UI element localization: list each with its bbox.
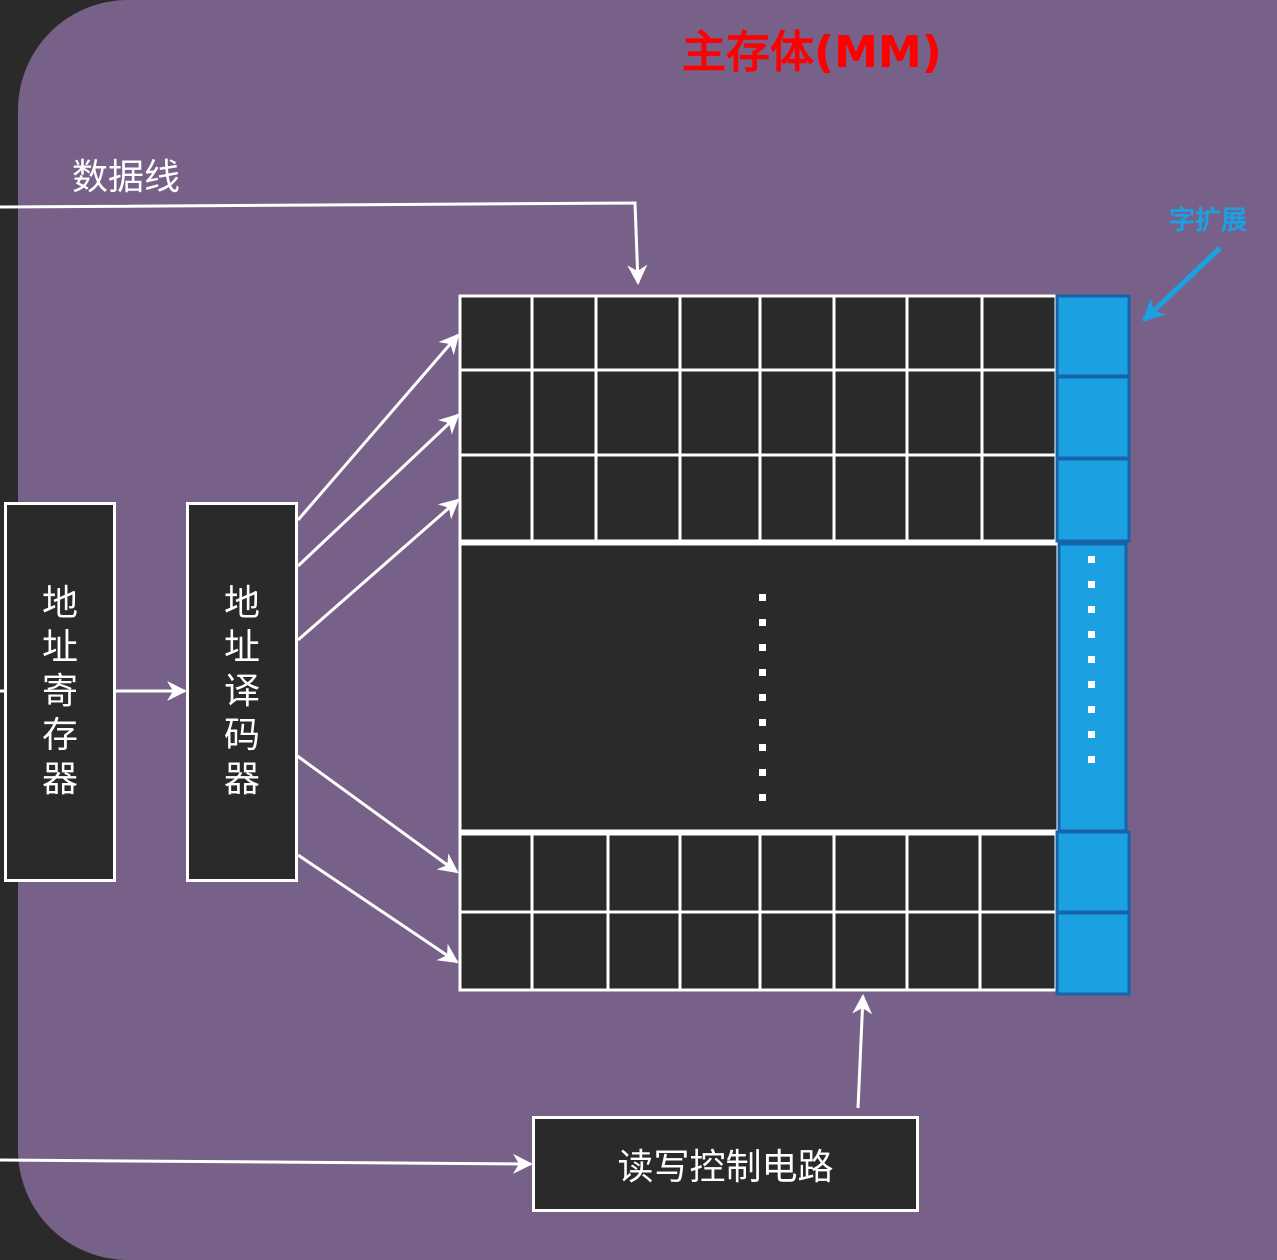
address-decoder-label: 地址译码器 — [223, 583, 260, 800]
memory-cells-bottom — [458, 832, 1058, 992]
rw-control-to-memory-arrow — [852, 994, 873, 1109]
word-extension-label: 字扩展 — [1169, 206, 1248, 236]
address-register-label: 地址寄存器 — [41, 583, 78, 800]
memory-cells-top — [458, 294, 1058, 543]
word-extension-column — [1055, 294, 1131, 996]
decoder-word-lines — [295, 333, 460, 964]
address-decoder-box: 地址译码器 — [186, 502, 298, 882]
ellipsis-dots — [759, 594, 766, 801]
memory-cells-middle — [458, 542, 1060, 833]
word-extension-dots — [1088, 556, 1095, 763]
data-line-label: 数据线 — [72, 157, 181, 198]
main-memory-title: 主存体(MM) — [682, 27, 942, 78]
rw-control-label: 读写控制电路 — [617, 1147, 834, 1188]
rw-control-circuit-box: 读写控制电路 — [532, 1116, 919, 1212]
data-line-arrow — [0, 201, 648, 285]
address-register-box: 地址寄存器 — [4, 502, 116, 882]
control-line-arrow — [0, 1153, 533, 1174]
word-extension-arrow — [1142, 246, 1222, 322]
